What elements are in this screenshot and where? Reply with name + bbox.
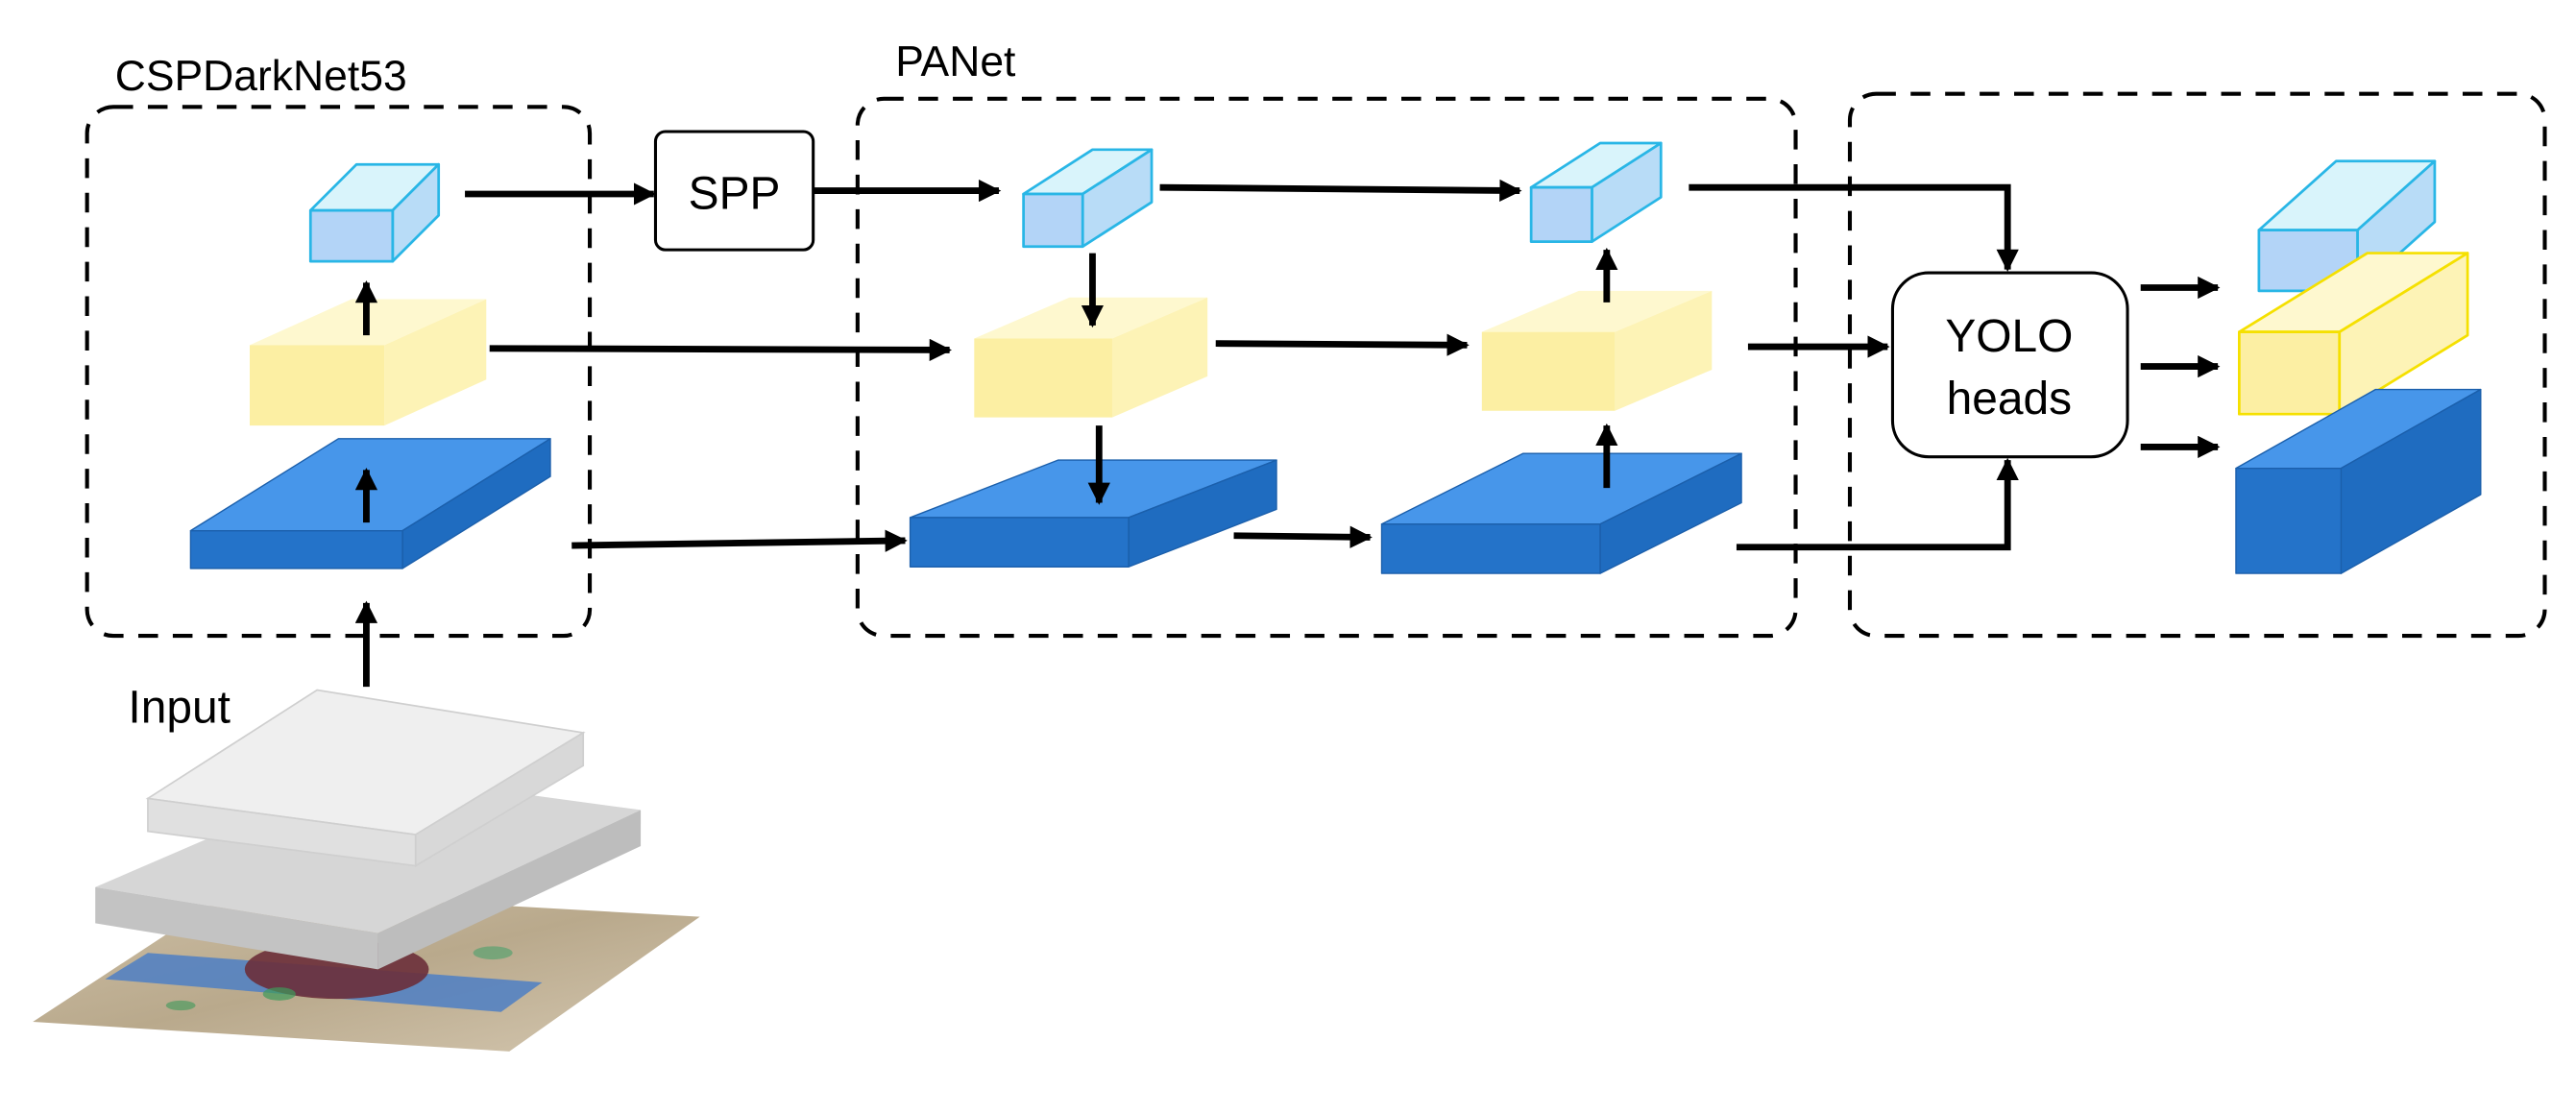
input-image-stack [33, 689, 700, 1052]
input-layer-light [145, 689, 586, 868]
output-yellow-block [2237, 252, 2469, 416]
arrow-backbone-yellow-to-panet [489, 338, 952, 362]
panet-cyan-block-2 [1529, 141, 1663, 243]
yolo-heads-block: YOLO heads [1890, 271, 2129, 459]
yolo-heads-label-line1: YOLO [1945, 311, 2073, 362]
panet-blue-block-2 [1380, 452, 1742, 574]
panet-yellow-block-2 [1481, 290, 1713, 411]
backbone-section-box [85, 105, 593, 639]
panet-yellow-block-2-front-face [1481, 331, 1616, 411]
yolo-heads-label-line2: heads [1947, 374, 2072, 424]
panet-cyan-block-1 [1022, 148, 1154, 249]
panet-yellow-block-2-side-face [1615, 290, 1713, 411]
panet-blue-block-1-front-face [909, 517, 1130, 568]
panet-yellow-block-1-side-face [1111, 297, 1208, 418]
arrow-panet-yellow-horizontal [1215, 333, 1470, 356]
arrow-panet-cyan-horizontal [1159, 179, 1522, 203]
arrow-backbone-blue-to-panet [571, 529, 908, 552]
output-yellow-block-front-face [2237, 330, 2342, 416]
arrow-panet-blue-horizontal [1233, 525, 1373, 548]
backbone-blue-block-front-face [189, 529, 403, 569]
backbone-blue-block [189, 438, 551, 569]
panet-cyan-block-2-front-face [1529, 185, 1593, 243]
arrow-cyan-to-yolo-heads [1689, 183, 2019, 272]
input-label: Input [128, 683, 230, 734]
panet-blue-block-2-front-face [1380, 523, 1601, 574]
arrow-blue-to-yolo-heads [1736, 457, 2019, 551]
panet-blue-block-1 [909, 459, 1277, 568]
backbone-yellow-block-front-face [249, 345, 385, 426]
backbone-cyan-block [308, 162, 441, 263]
backbone-title: CSPDarkNet53 [115, 53, 407, 100]
panet-yellow-block-1-front-face [974, 338, 1112, 418]
spp-label: SPP [689, 168, 781, 219]
backbone-cyan-block-front-face [308, 208, 395, 263]
panet-yellow-block-2-top-face [1481, 290, 1713, 332]
neck-title: PANet [895, 38, 1016, 85]
spp-block: SPP [653, 130, 815, 252]
panet-cyan-block-1-front-face [1022, 192, 1084, 249]
feature-map-blocks [189, 141, 2482, 574]
connection-arrows [354, 179, 2221, 688]
head-section-box [1847, 91, 2547, 639]
backbone-yellow-block-side-face [384, 299, 487, 426]
output-blue-block [2235, 388, 2482, 574]
output-blue-block-front-face [2235, 467, 2343, 574]
